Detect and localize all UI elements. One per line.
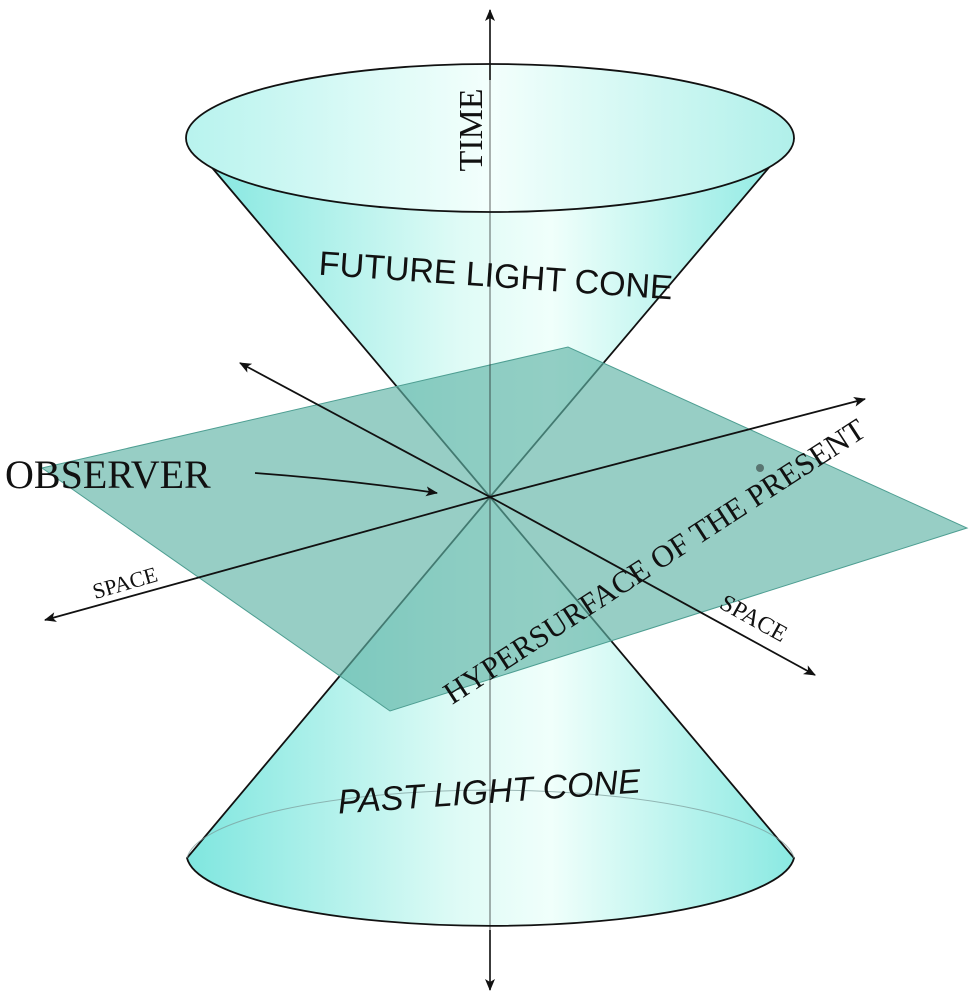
space-label-right: SPACE: [715, 590, 791, 648]
hypersurface-plane: [40, 346, 969, 712]
space-axis-right-arrow: [489, 396, 866, 498]
space-axis-diag-up-arrow: [239, 362, 491, 498]
observer-arrow: [254, 472, 438, 497]
space-axis-left-arrow: [44, 496, 491, 622]
time-label: TIME: [453, 88, 490, 171]
observer-label: OBSERVER: [5, 452, 211, 497]
event-dot: [756, 464, 764, 472]
space-axis-diag-down-arrow: [489, 496, 816, 676]
